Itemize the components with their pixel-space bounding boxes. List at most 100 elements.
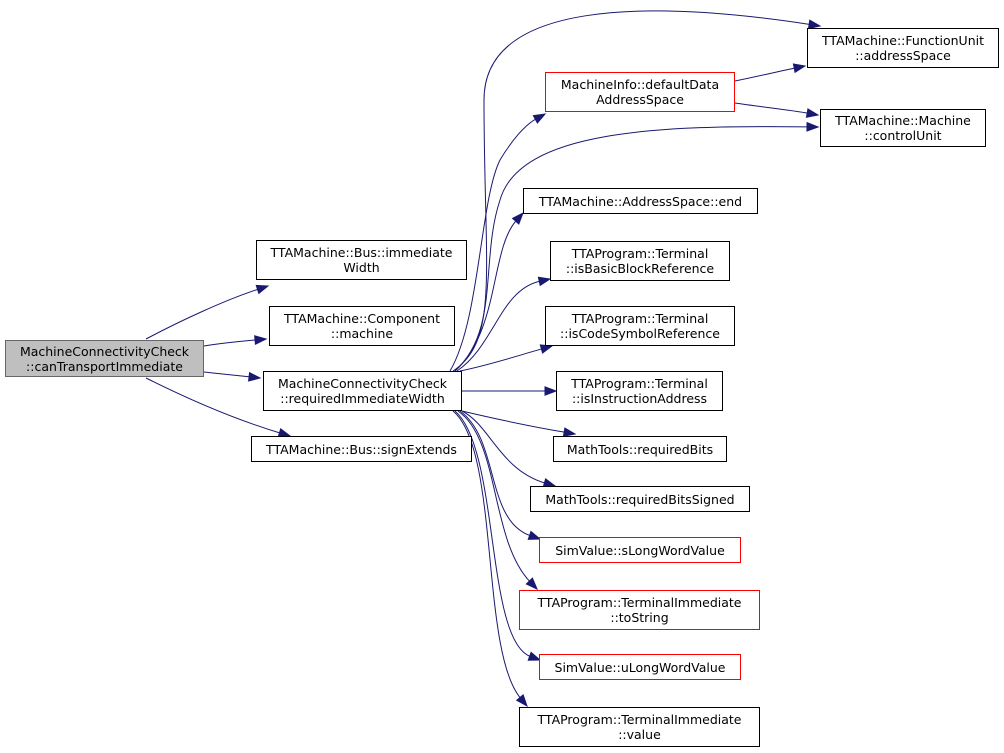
edge-required-immediate-width-to-default-data-address-space	[449, 113, 547, 372]
node-label-line: TTAMachine::Bus::immediate	[270, 245, 453, 260]
node-label-line: MachineInfo::defaultData	[560, 77, 720, 92]
edge-line	[456, 280, 541, 372]
edge-line	[203, 371, 251, 378]
node-label-line: MathTools::requiredBitsSigned	[545, 491, 735, 507]
node-s-long-word-value[interactable]: SimValue::sLongWordValue	[539, 537, 741, 563]
edge-required-immediate-width-to-s-long-word-value	[459, 410, 542, 540]
node-label-line: TTAMachine::Machine	[835, 113, 971, 128]
edge-arrowhead	[544, 386, 558, 396]
node-required-bits[interactable]: MathTools::requiredBits	[553, 436, 727, 462]
node-required-immediate-width[interactable]: MachineConnectivityCheck::requiredImmedi…	[263, 371, 462, 411]
node-label-line: TTAMachine::AddressSpace::end	[538, 193, 743, 209]
edge-arrowhead	[248, 371, 262, 382]
edge-required-immediate-width-to-required-bits-signed	[461, 410, 557, 488]
edge-required-immediate-width-to-required-bits	[461, 410, 577, 437]
node-label-line: TTAMachine::Component	[284, 311, 440, 326]
node-bus-sign-extends[interactable]: TTAMachine::Bus::signExtends	[251, 436, 472, 462]
edge-required-immediate-width-to-u-long-word-value	[454, 410, 542, 661]
node-label-line: SimValue::uLongWordValue	[554, 659, 726, 675]
node-root: MachineConnectivityCheck::canTransportIm…	[5, 340, 204, 377]
edge-required-immediate-width-to-terminal-immediate-to-string	[457, 410, 538, 591]
node-label-line: ::addressSpace	[855, 48, 951, 63]
edge-arrowhead	[806, 121, 820, 132]
edge-required-immediate-width-to-terminal-immediate-value	[452, 410, 528, 708]
node-label-line: ::toString	[610, 610, 669, 625]
edge-line	[203, 339, 257, 347]
edge-arrowhead	[807, 19, 822, 30]
node-label-line: TTAProgram::TerminalImmediate	[537, 595, 742, 610]
edge-line	[457, 410, 531, 583]
node-is-instruction-address[interactable]: TTAProgram::Terminal::isInstructionAddre…	[556, 371, 723, 411]
node-label-line: AddressSpace	[596, 92, 684, 107]
node-label-line: TTAProgram::Terminal	[571, 246, 709, 261]
node-is-code-symbol-reference[interactable]: TTAProgram::Terminal::isCodeSymbolRefere…	[545, 306, 735, 346]
edge-arrowhead	[539, 344, 554, 354]
node-label-line: TTAProgram::TerminalImmediate	[537, 712, 742, 727]
edge-required-immediate-width-to-address-space-end	[454, 211, 524, 372]
node-label-line: ::isBasicBlockReference	[565, 261, 715, 276]
edge-arrowhead	[532, 113, 547, 124]
node-u-long-word-value[interactable]: SimValue::uLongWordValue	[539, 654, 741, 680]
node-label-line: ::value	[618, 727, 661, 742]
edge-root-to-required-immediate-width	[203, 371, 262, 382]
node-label-line: TTAMachine::Bus::signExtends	[266, 441, 457, 457]
edge-line	[459, 348, 543, 372]
edge-default-data-address-space-to-machine-control-unit	[734, 102, 820, 118]
edge-arrowhead	[525, 577, 538, 591]
edge-required-immediate-width-to-is-code-symbol-reference	[459, 344, 554, 372]
edge-line	[459, 410, 531, 537]
node-label-line: ::isCodeSymbolReference	[560, 326, 720, 341]
node-label-line: ::isInstructionAddress	[571, 391, 708, 406]
edge-root-to-component-machine	[203, 335, 268, 347]
edge-arrowhead	[792, 63, 807, 74]
node-label-line: SimValue::sLongWordValue	[555, 542, 725, 558]
node-label-line: Width	[343, 260, 380, 275]
node-address-space-end[interactable]: TTAMachine::AddressSpace::end	[523, 188, 758, 214]
node-function-unit-address-space[interactable]: TTAMachine::FunctionUnit::addressSpace	[807, 28, 999, 68]
edge-line	[449, 118, 537, 372]
node-component-machine[interactable]: TTAMachine::Component::machine	[269, 306, 455, 346]
edge-line	[734, 102, 809, 114]
edge-root-to-bus-immediate-width	[145, 284, 270, 340]
node-label-line: ::canTransportImmediate	[26, 358, 183, 374]
edge-arrowhead	[527, 530, 542, 540]
node-label-line: TTAProgram::Terminal	[571, 376, 708, 391]
node-label-line: TTAMachine::FunctionUnit	[822, 33, 984, 48]
node-label-line: ::controlUnit	[864, 128, 942, 143]
edge-line	[145, 288, 259, 340]
edge-arrowhead	[511, 211, 524, 225]
node-terminal-immediate-to-string[interactable]: TTAProgram::TerminalImmediate::toString	[519, 590, 760, 630]
edge-line	[454, 220, 517, 372]
node-is-basic-block-reference[interactable]: TTAProgram::Terminal::isBasicBlockRefere…	[550, 241, 730, 281]
edge-line	[145, 377, 281, 434]
node-terminal-immediate-value[interactable]: TTAProgram::TerminalImmediate::value	[519, 707, 760, 747]
edge-arrowhead	[527, 651, 542, 661]
edge-line	[461, 410, 566, 433]
edge-arrowhead	[805, 108, 820, 118]
edge-arrowhead	[254, 335, 268, 345]
edge-arrowhead	[562, 427, 577, 437]
node-label-line: MachineConnectivityCheck	[19, 343, 190, 359]
edge-default-data-address-space-to-function-unit-address-space	[734, 63, 807, 82]
node-label-line: ::machine	[330, 326, 394, 341]
node-label-line: TTAProgram::Terminal	[571, 311, 709, 326]
edge-required-immediate-width-to-is-basic-block-reference	[456, 276, 552, 372]
edge-arrowhead	[255, 284, 270, 295]
edge-line	[461, 410, 546, 484]
node-required-bits-signed[interactable]: MathTools::requiredBitsSigned	[530, 486, 750, 512]
edge-arrowhead	[537, 276, 552, 287]
edge-arrowhead	[515, 694, 528, 708]
edge-line	[454, 126, 809, 372]
node-label-line: MathTools::requiredBits	[566, 441, 714, 457]
edge-line	[454, 410, 531, 658]
edge-required-immediate-width-to-is-instruction-address	[462, 386, 558, 396]
node-label-line: MachineConnectivityCheck	[277, 376, 448, 391]
edge-line	[452, 410, 521, 699]
node-label-line: ::requiredImmediateWidth	[280, 391, 445, 406]
edge-required-immediate-width-to-machine-control-unit	[454, 121, 820, 372]
edge-line	[734, 67, 796, 82]
node-machine-control-unit[interactable]: TTAMachine::Machine::controlUnit	[820, 109, 986, 147]
